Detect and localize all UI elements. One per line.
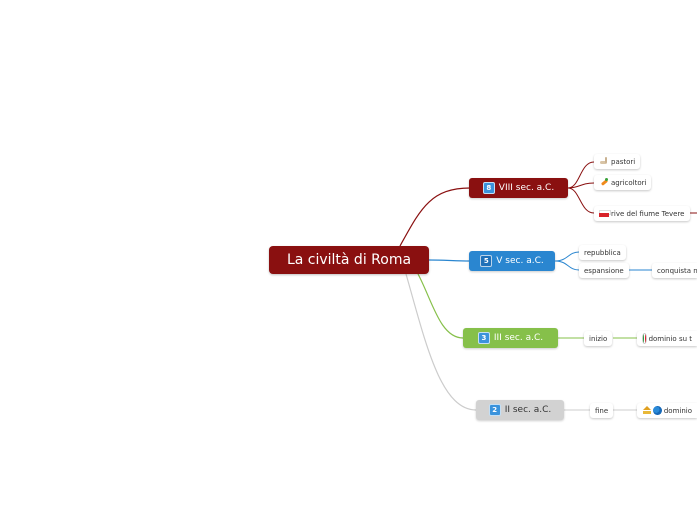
topic-label: V sec. a.C. — [496, 256, 544, 266]
topic-v-sec[interactable]: 5 V sec. a.C. — [469, 251, 555, 271]
root-topic[interactable]: La civiltà di Roma — [269, 246, 429, 274]
temple-icon — [642, 406, 652, 415]
number-badge-icon: 2 — [488, 404, 501, 416]
italy-flag-icon — [642, 333, 647, 344]
connector-root-viii — [399, 187, 471, 247]
connector-root-v — [428, 259, 471, 262]
root-topic-label: La civiltà di Roma — [286, 252, 412, 268]
connector-v-repubblica — [554, 251, 580, 262]
topic-viii-sec[interactable]: 8 VIII sec. a.C. — [469, 178, 568, 198]
leaf-label: dominio su t — [648, 334, 692, 343]
leaf-label: espansione — [584, 266, 624, 275]
llama-icon — [599, 157, 609, 166]
connector-viii-agricoltori — [567, 182, 595, 189]
flag-icon — [599, 209, 611, 218]
leaf-label: rive del fiume Tevere — [611, 209, 685, 218]
number-badge-icon: 5 — [480, 255, 493, 267]
leaf-conquista[interactable]: conquista n — [652, 263, 697, 278]
leaf-label: repubblica — [584, 248, 621, 257]
leaf-label: conquista n — [657, 266, 697, 275]
number-badge-icon: 3 — [477, 332, 490, 344]
connector-v-espansione — [554, 260, 580, 271]
leaf-label: pastori — [611, 157, 636, 166]
leaf-label: inizio — [589, 334, 608, 343]
leaf-rive-tevere[interactable]: rive del fiume Tevere — [594, 206, 690, 221]
connector-viii-rive — [567, 187, 595, 214]
leaf-dominio[interactable]: dominio — [637, 403, 697, 418]
topic-label: III sec. a.C. — [493, 333, 544, 343]
topic-label: II sec. a.C. — [504, 405, 552, 415]
leaf-label: dominio — [663, 406, 692, 415]
topic-label: VIII sec. a.C. — [498, 183, 555, 193]
leaf-label: fine — [595, 406, 609, 415]
globe-icon — [653, 406, 662, 415]
topic-ii-sec[interactable]: 2 II sec. a.C. — [476, 400, 564, 420]
leaf-inizio[interactable]: inizio — [584, 331, 613, 346]
leaf-fine[interactable]: fine — [590, 403, 614, 418]
carrot-icon — [599, 178, 609, 187]
leaf-pastori[interactable]: pastori — [594, 154, 641, 169]
leaf-espansione[interactable]: espansione — [579, 263, 629, 278]
leaf-agricoltori[interactable]: agricoltori — [594, 175, 652, 190]
connector-root-ii — [405, 273, 477, 411]
leaf-dominio-su[interactable]: dominio su t — [637, 331, 697, 346]
number-badge-icon: 8 — [482, 182, 495, 194]
leaf-label: agricoltori — [611, 178, 647, 187]
connector-root-iii — [417, 273, 464, 339]
connector-viii-pastori — [567, 161, 595, 189]
leaf-repubblica[interactable]: repubblica — [579, 245, 626, 260]
topic-iii-sec[interactable]: 3 III sec. a.C. — [463, 328, 558, 348]
